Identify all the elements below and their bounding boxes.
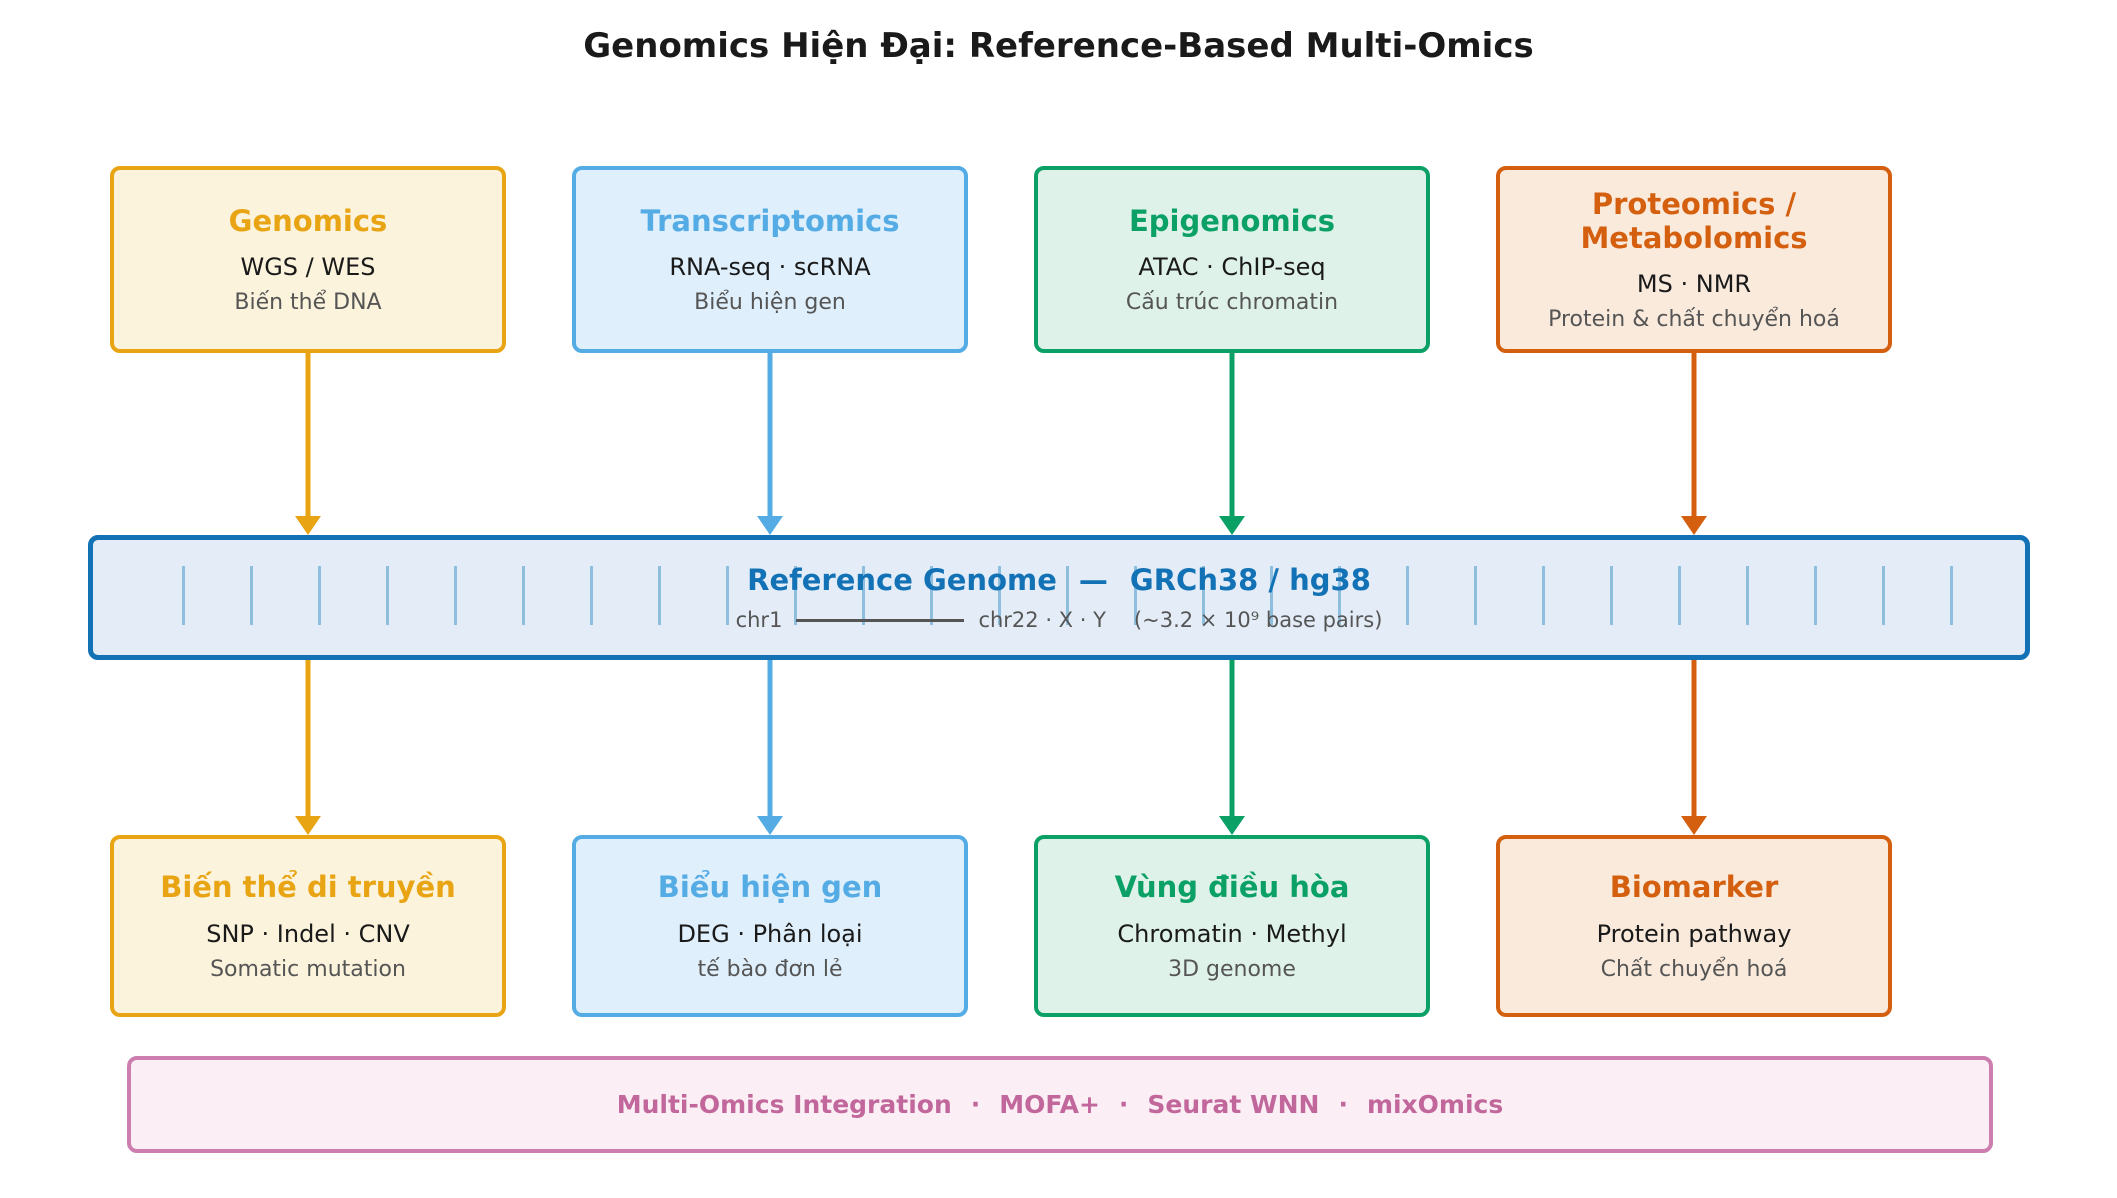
- variants-box-title: Biến thể di truyền: [160, 870, 456, 905]
- reference-genome-bar: Reference Genome — GRCh38 / hg38 chr1 ch…: [88, 535, 2030, 660]
- arrow-head-icon: [1681, 516, 1707, 535]
- variants-box-line1: SNP · Indel · CNV: [206, 919, 410, 948]
- arrow-head-icon: [1219, 816, 1245, 835]
- epigenomics-box-line1: ATAC · ChIP-seq: [1138, 253, 1326, 282]
- proteomics-box: Proteomics / Metabolomics MS · NMR Prote…: [1496, 166, 1892, 353]
- biomarker-box-line2: Chất chuyển hoá: [1600, 956, 1788, 982]
- expression-box-line2: tế bào đơn lẻ: [697, 956, 843, 982]
- arrow-shaft: [305, 353, 311, 517]
- integration-bar: Multi-Omics Integration · MOFA+ · Seurat…: [127, 1056, 1993, 1153]
- genomics-down-arrow: [110, 353, 506, 535]
- arrow-head-icon: [757, 516, 783, 535]
- transcriptomics-box: Transcriptomics RNA-seq · scRNA Biểu hiệ…: [572, 166, 968, 353]
- integration-item: MOFA+: [999, 1090, 1100, 1119]
- expression-box-title: Biểu hiện gen: [657, 870, 883, 905]
- reference-genome-subtitle: chr1 chr22 · X · Y (~3.2 × 10⁹ base pair…: [736, 608, 1383, 632]
- genomics-box-title: Genomics: [228, 203, 388, 238]
- regulatory-box: Vùng điều hòa Chromatin · Methyl 3D geno…: [1034, 835, 1430, 1017]
- reference-genome-title: Reference Genome — GRCh38 / hg38: [747, 563, 1371, 597]
- chromosome-ticks: [117, 566, 2001, 625]
- transcriptomics-box-line2: Biểu hiện gen: [694, 290, 846, 316]
- variants-down-arrow: [110, 660, 506, 835]
- regulatory-box-title: Vùng điều hòa: [1114, 870, 1350, 905]
- expression-box: Biểu hiện gen DEG · Phân loại tế bào đơn…: [572, 835, 968, 1017]
- arrow-head-icon: [757, 816, 783, 835]
- chr-start-label: chr1: [735, 608, 783, 632]
- proteomics-box-line1: MS · NMR: [1636, 270, 1752, 299]
- column-genomics: Genomics WGS / WES Biến thể DNA Biến thể…: [110, 0, 506, 1198]
- biomarker-box: Biomarker Protein pathway Chất chuyển ho…: [1496, 835, 1892, 1017]
- regulatory-box-line1: Chromatin · Methyl: [1117, 919, 1347, 948]
- arrow-shaft: [1229, 660, 1235, 817]
- epigenomics-box-title: Epigenomics: [1128, 203, 1336, 238]
- arrow-shaft: [767, 353, 773, 517]
- transcriptomics-box-title: Transcriptomics: [640, 203, 900, 238]
- biomarker-down-arrow: [1496, 660, 1892, 835]
- epigenomics-down-arrow: [1034, 353, 1430, 535]
- base-pairs-label: (~3.2 × 10⁹ base pairs): [1133, 608, 1383, 632]
- chromosome-range-line: [796, 618, 965, 622]
- biomarker-box-title: Biomarker: [1609, 870, 1779, 905]
- chr-end-label: chr22 · X · Y: [978, 608, 1106, 632]
- expression-down-arrow: [572, 660, 968, 835]
- biomarker-box-line1: Protein pathway: [1596, 919, 1792, 948]
- arrow-shaft: [767, 660, 773, 817]
- proteomics-box-line2: Protein & chất chuyển hoá: [1548, 307, 1840, 333]
- epigenomics-box-line2: Cấu trúc chromatin: [1125, 290, 1339, 316]
- proteomics-box-title: Proteomics / Metabolomics: [1580, 186, 1808, 255]
- arrow-shaft: [305, 660, 311, 817]
- arrow-shaft: [1691, 353, 1697, 517]
- integration-item: mixOmics: [1366, 1090, 1504, 1119]
- genomics-box-line2: Biến thể DNA: [234, 290, 382, 316]
- column-proteomics: Proteomics / Metabolomics MS · NMR Prote…: [1496, 0, 1892, 1198]
- transcriptomics-box-line1: RNA-seq · scRNA: [669, 253, 871, 282]
- variants-box: Biến thể di truyền SNP · Indel · CNV Som…: [110, 835, 506, 1017]
- regulatory-box-line2: 3D genome: [1168, 956, 1296, 982]
- arrow-head-icon: [295, 516, 321, 535]
- regulatory-down-arrow: [1034, 660, 1430, 835]
- arrow-head-icon: [1681, 816, 1707, 835]
- genomics-box: Genomics WGS / WES Biến thể DNA: [110, 166, 506, 353]
- transcriptomics-down-arrow: [572, 353, 968, 535]
- separator-dot: ·: [970, 1090, 981, 1119]
- arrow-head-icon: [1219, 516, 1245, 535]
- arrow-shaft: [1229, 353, 1235, 517]
- integration-item: Seurat WNN: [1147, 1090, 1320, 1119]
- genomics-box-line1: WGS / WES: [240, 253, 376, 282]
- title-dash: —: [1078, 563, 1108, 597]
- epigenomics-box: Epigenomics ATAC · ChIP-seq Cấu trúc chr…: [1034, 166, 1430, 353]
- separator-dot: ·: [1338, 1090, 1348, 1119]
- diagram-title: Genomics Hiện Đại: Reference-Based Multi…: [583, 26, 1534, 66]
- assembly-label: GRCh38 / hg38: [1129, 563, 1371, 597]
- arrow-shaft: [1691, 660, 1697, 817]
- reference-genome-label: Reference Genome: [747, 563, 1057, 597]
- variants-box-line2: Somatic mutation: [210, 956, 406, 982]
- arrow-head-icon: [295, 816, 321, 835]
- column-epigenomics: Epigenomics ATAC · ChIP-seq Cấu trúc chr…: [1034, 0, 1430, 1198]
- proteomics-down-arrow: [1496, 353, 1892, 535]
- column-transcriptomics: Transcriptomics RNA-seq · scRNA Biểu hiệ…: [572, 0, 968, 1198]
- expression-box-line1: DEG · Phân loại: [677, 919, 863, 948]
- separator-dot: ·: [1118, 1090, 1129, 1119]
- integration-item: Multi-Omics Integration: [616, 1090, 952, 1119]
